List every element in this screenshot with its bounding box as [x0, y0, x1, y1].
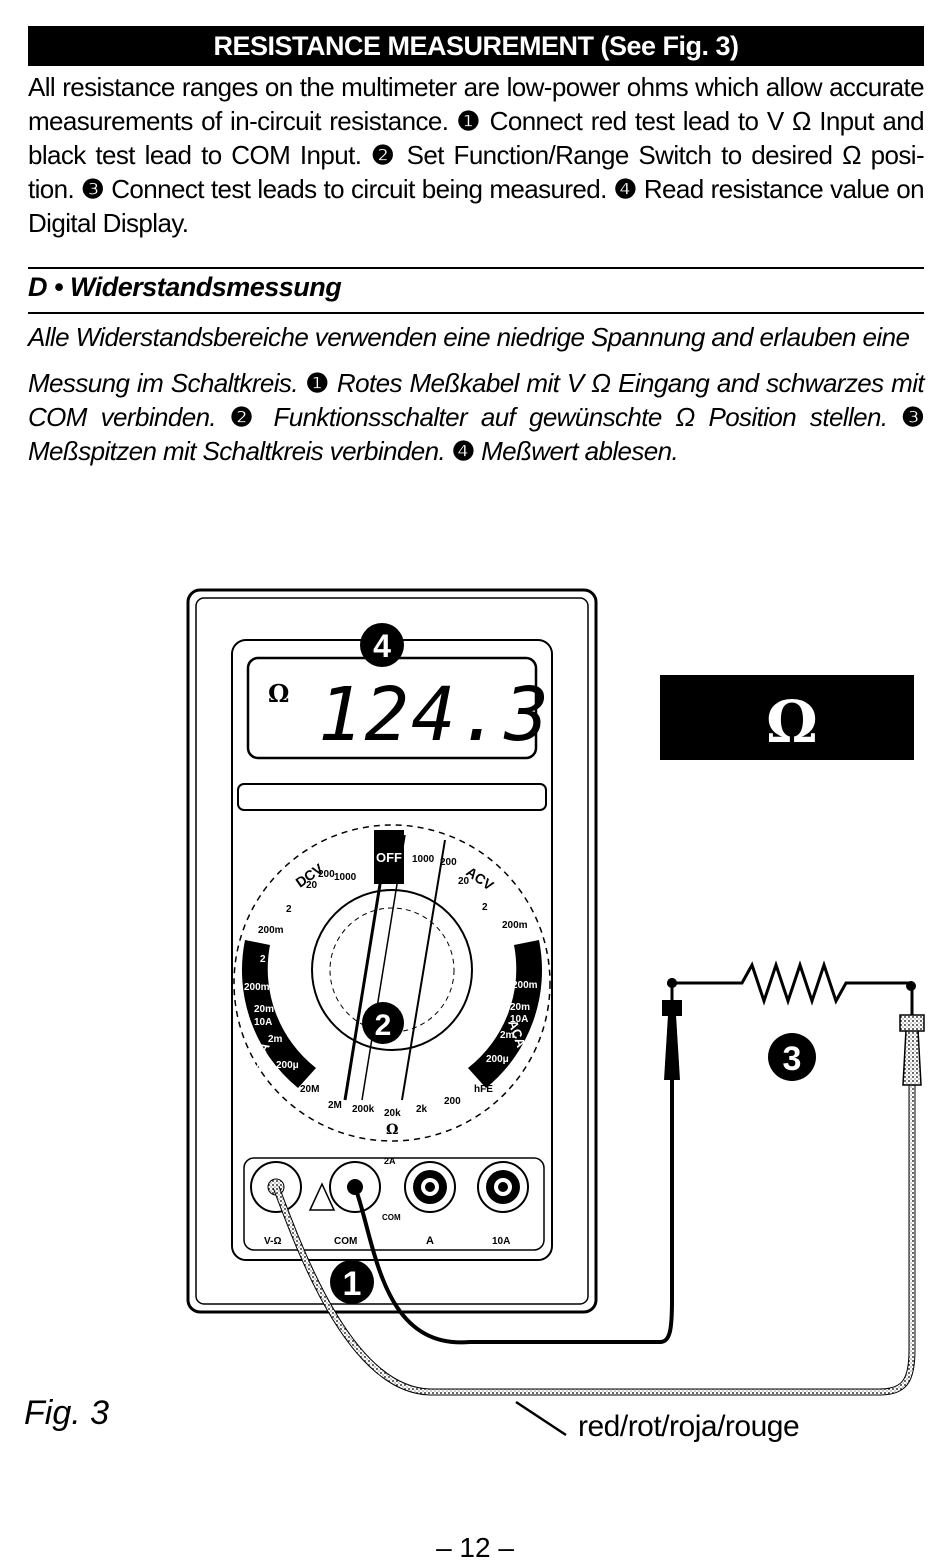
- svg-text:200m: 200m: [502, 920, 528, 931]
- red-lead-pointer: [515, 1400, 567, 1437]
- section-title-bar: RESISTANCE MEASUREMENT (See Fig. 3): [28, 26, 924, 66]
- jack-10a-label: 10A: [492, 1236, 510, 1247]
- svg-text:hFE: hFE: [474, 1084, 493, 1095]
- svg-text:4: 4: [373, 628, 391, 664]
- svg-text:20m: 20m: [510, 1002, 530, 1013]
- svg-text:2k: 2k: [416, 1104, 428, 1115]
- red-lead-label: red/rot/roja/rouge: [578, 1410, 800, 1443]
- marker-3: ❸: [81, 174, 105, 204]
- svg-text:2: 2: [260, 954, 266, 965]
- svg-text:2m: 2m: [268, 1034, 283, 1045]
- figure-label: Fig. 3: [24, 1394, 110, 1432]
- black-test-lead: [353, 1070, 674, 1345]
- svg-text:2A: 2A: [384, 1156, 396, 1166]
- svg-text:1000: 1000: [334, 872, 357, 883]
- dial-off: OFF: [376, 850, 402, 865]
- jack-v-ohm-label: V-Ω: [264, 1236, 281, 1247]
- svg-text:2: 2: [286, 904, 292, 915]
- svg-text:200m: 200m: [512, 980, 538, 991]
- black-probe: [662, 978, 682, 1080]
- svg-text:200: 200: [440, 857, 457, 868]
- svg-text:20: 20: [458, 876, 470, 887]
- svg-text:2: 2: [510, 954, 516, 965]
- jack-com-label: COM: [334, 1236, 357, 1247]
- svg-text:20M: 20M: [300, 1084, 319, 1095]
- marker-1-figure: 1: [330, 1260, 374, 1304]
- svg-text:10A: 10A: [510, 1014, 528, 1025]
- red-test-lead: [273, 1080, 915, 1395]
- german-paragraph: Messung im Schaltkreis. ❶ Rotes Meßkabel…: [28, 368, 925, 466]
- marker-2: ❷: [371, 140, 397, 170]
- svg-text:2m: 2m: [500, 1030, 515, 1041]
- german-heading: D • Widerstandsmessung: [28, 272, 342, 302]
- red-probe: [899, 981, 925, 1086]
- ohm-function-box: Ω: [660, 675, 914, 760]
- marker-4-figure: 4: [360, 623, 404, 667]
- svg-text:200: 200: [318, 869, 335, 880]
- marker-1: ❶: [456, 106, 482, 136]
- svg-text:10A: 10A: [254, 1017, 272, 1028]
- divider-top: [28, 267, 924, 269]
- svg-text:200m: 200m: [244, 982, 270, 993]
- svg-text:Ω: Ω: [386, 1122, 398, 1138]
- svg-text:2: 2: [482, 902, 488, 913]
- svg-text:20m: 20m: [254, 1004, 274, 1015]
- svg-text:200μ: 200μ: [486, 1054, 509, 1065]
- svg-text:20k: 20k: [384, 1108, 401, 1119]
- marker-2-figure: 2: [362, 1002, 404, 1044]
- divider-bottom: [28, 312, 924, 314]
- section-title: RESISTANCE MEASUREMENT (See Fig. 3): [213, 31, 739, 61]
- svg-text:200μ: 200μ: [276, 1060, 299, 1071]
- lcd-display: Ω 124.3: [246, 656, 551, 760]
- svg-text:20: 20: [306, 880, 318, 891]
- svg-text:2: 2: [375, 1009, 392, 1042]
- svg-text:1: 1: [343, 1265, 362, 1303]
- svg-text:3: 3: [783, 1040, 802, 1078]
- rotary-dial: OFF DCV ACV DCA ACA 1000 200 20 2 200m 1…: [233, 824, 551, 1142]
- display-value: 124.3: [318, 672, 551, 758]
- ohm-box-symbol: Ω: [766, 688, 818, 756]
- display-unit: Ω: [268, 679, 289, 708]
- english-paragraph: All resistance ranges on the multimeter …: [28, 72, 925, 238]
- multimeter-figure: Ω 124.3 4 OFF DCV ACV DCA ACA 1000 200 2…: [186, 588, 925, 1437]
- hold-bar: [237, 783, 547, 811]
- page-number: – 12 –: [436, 1532, 514, 1563]
- svg-text:200: 200: [444, 1096, 461, 1107]
- marker-4: ❹: [613, 174, 638, 204]
- svg-text:2M: 2M: [328, 1100, 342, 1111]
- marker-3-figure: 3: [768, 1033, 816, 1081]
- german-line-1: Alle Widerstandsbereiche verwenden eine …: [28, 322, 910, 352]
- resistor-circuit: [667, 960, 911, 1006]
- jack-a-label: A: [426, 1235, 434, 1247]
- svg-text:1000: 1000: [412, 854, 435, 865]
- svg-text:200m: 200m: [258, 925, 284, 936]
- svg-text:COM: COM: [382, 1213, 401, 1222]
- svg-text:200k: 200k: [352, 1104, 375, 1115]
